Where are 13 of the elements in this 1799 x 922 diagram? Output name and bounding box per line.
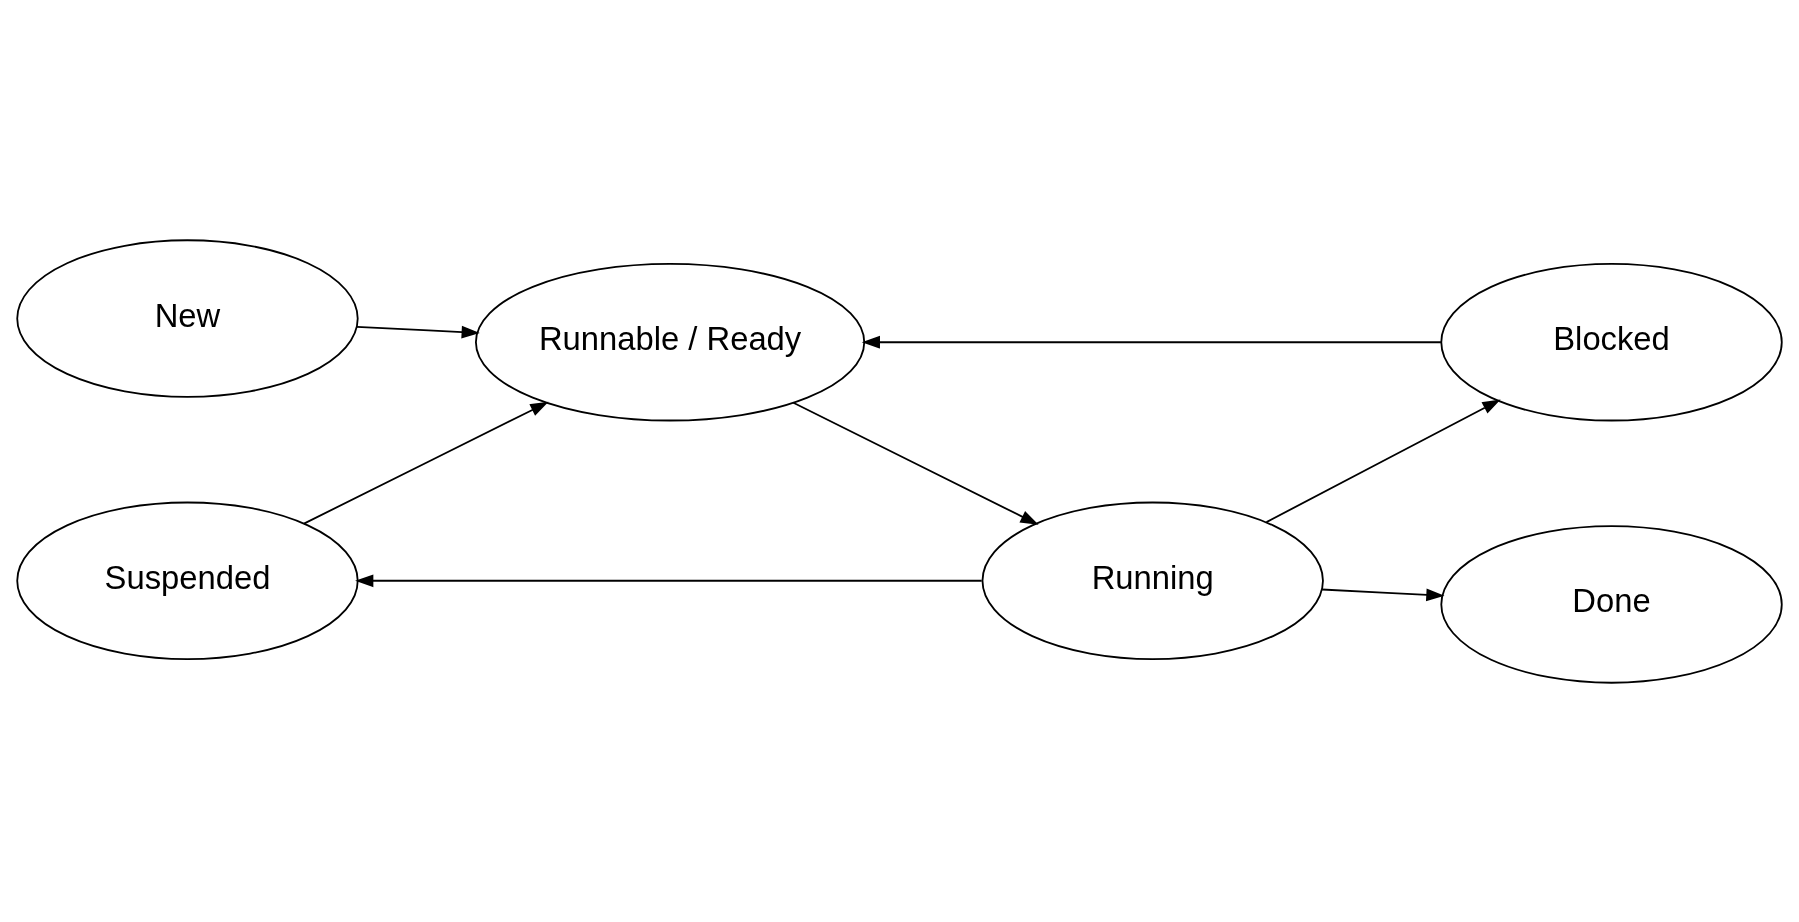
node-ellipse: Done (1440, 524, 1783, 684)
arrow (792, 401, 1039, 525)
arrow (355, 573, 983, 587)
arrow (861, 335, 1442, 349)
arrow (1321, 588, 1445, 601)
node-ellipse: New (16, 238, 359, 398)
node-ellipse: Running (981, 501, 1324, 660)
node-ellipse: Blocked (1440, 262, 1783, 421)
node-ellipse: Suspended (16, 501, 359, 660)
arrow (355, 325, 480, 338)
arrow (303, 401, 549, 525)
node-ellipse: Runnable / Ready (475, 262, 866, 421)
arrow (1265, 398, 1501, 523)
